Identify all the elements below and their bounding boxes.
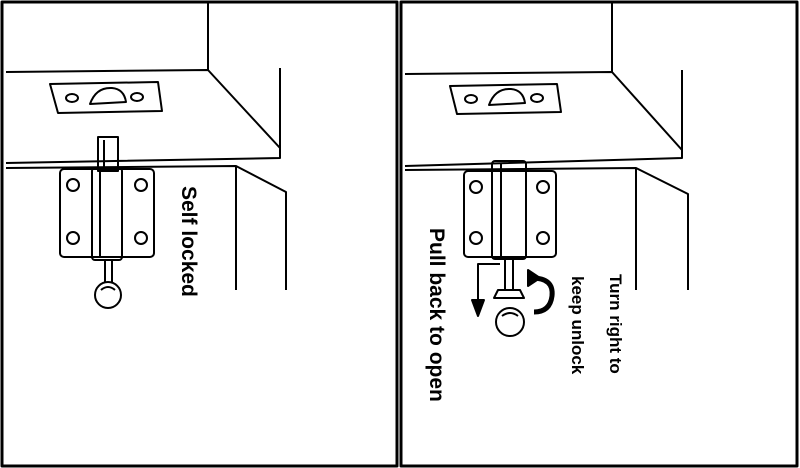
left-panel-border (0, 0, 399, 468)
right-strike-plate (449, 83, 562, 115)
pull-back-label: Pull back to open (425, 228, 448, 402)
left-frame-lines (5, 69, 281, 164)
right-frame-lines (404, 71, 683, 167)
right-panel-border (399, 0, 799, 468)
left-door-top (5, 165, 287, 290)
keep-unlock-label: keep unlock (568, 276, 587, 375)
turn-right-label: Turn right to (606, 274, 625, 374)
self-locked-label: Self locked (177, 186, 200, 297)
right-bolt-plate (463, 160, 557, 337)
right-panel (399, 0, 799, 468)
left-bolt-plate (59, 136, 155, 309)
left-strike-plate (49, 81, 163, 114)
right-door-top (404, 167, 689, 290)
pull-down-arrow-icon (471, 263, 500, 317)
left-panel (0, 0, 399, 468)
turn-right-arrow-icon (527, 269, 555, 315)
